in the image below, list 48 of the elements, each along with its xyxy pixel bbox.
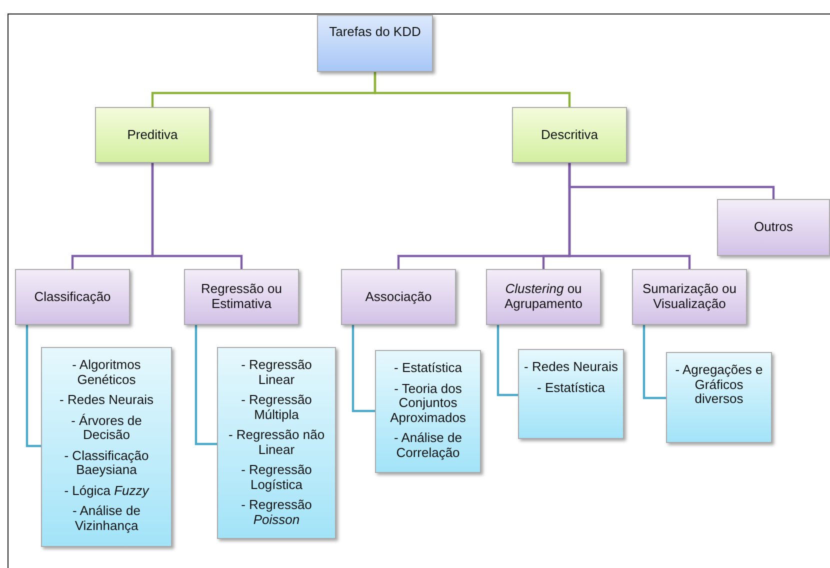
task-box xyxy=(341,269,456,325)
method-list-box xyxy=(666,352,772,443)
task-box xyxy=(15,269,130,325)
box-label: Tarefas do KDD xyxy=(329,25,421,40)
box-label: Outros xyxy=(754,220,793,235)
method-list-box xyxy=(217,347,336,539)
list-item: - Árvores de Decisão xyxy=(70,414,143,443)
connector-line xyxy=(642,325,666,400)
list-item: - Regressão não Linear xyxy=(227,428,326,458)
box-label: Classificação xyxy=(34,290,111,304)
list-item: - Estatística xyxy=(394,361,462,376)
method-list-box xyxy=(41,347,172,547)
list-item: - Teoria dos Conjuntos Aproximados xyxy=(389,382,467,426)
root-box xyxy=(317,15,433,72)
list-item: - Regressão Linear xyxy=(240,358,313,388)
list-item: - Estatística xyxy=(537,380,605,396)
list-item: - Agregações e Gráficos diversos xyxy=(674,363,764,407)
box-label: Associação xyxy=(365,290,432,304)
list-item: - Redes Neurais xyxy=(524,360,618,375)
box-label: Clustering ou Agrupamento xyxy=(503,282,584,312)
method-list-box xyxy=(375,350,481,473)
task-box xyxy=(717,199,830,256)
category-box xyxy=(95,107,210,163)
connector-line xyxy=(496,325,518,396)
list-item: - Análise de Vizinhança xyxy=(72,504,142,534)
task-box xyxy=(486,269,601,325)
method-list-box xyxy=(518,349,624,439)
box-label: Sumarização ou Visualização xyxy=(642,282,738,312)
box-label: Regressão ou Estimativa xyxy=(200,282,283,312)
list-item: - Lógica Fuzzy xyxy=(64,484,149,498)
connector-line xyxy=(26,325,41,448)
list-item: - Regressão Logística xyxy=(240,463,313,492)
list-item: - Regressão Múltipla xyxy=(240,393,313,422)
box-label: Descritiva xyxy=(540,128,598,142)
task-box xyxy=(184,269,299,325)
connector-line xyxy=(352,325,375,412)
list-item: - Análise de Correlação xyxy=(393,431,463,460)
category-box xyxy=(512,107,627,163)
list-item: - Regressão Poisson xyxy=(240,498,313,528)
task-box xyxy=(632,269,747,325)
list-item: - Classificação Baeysiana xyxy=(63,448,150,478)
box-label: Preditiva xyxy=(127,128,178,142)
list-item: - Algoritmos Genéticos xyxy=(71,358,142,388)
connector-line xyxy=(374,72,571,107)
list-item: - Redes Neurais xyxy=(60,393,154,408)
connector-line xyxy=(194,325,217,446)
connector-line xyxy=(151,163,243,269)
connector-line xyxy=(568,163,691,269)
